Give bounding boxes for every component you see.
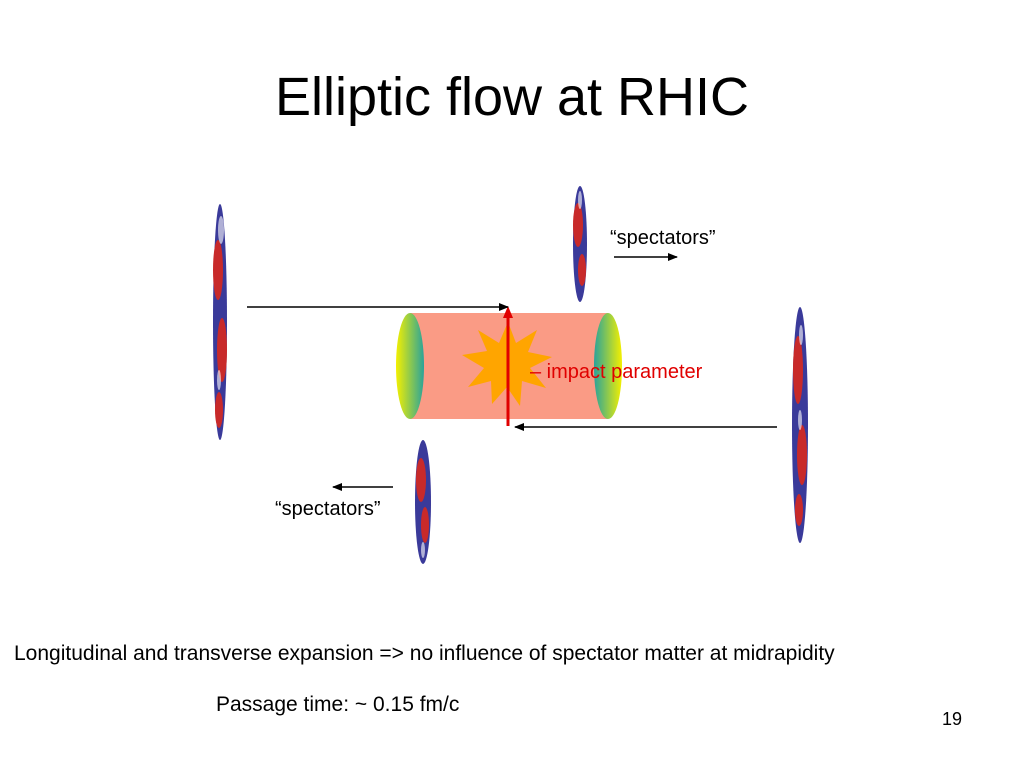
spectators-top-label: “spectators”: [610, 227, 716, 249]
expansion-text: Longitudinal and transverse expansion =>…: [14, 642, 835, 665]
slide-title: Elliptic flow at RHIC: [274, 67, 750, 127]
passage-time-text: Passage time: ~ 0.15 fm/c: [216, 693, 460, 716]
nucleus-bottom-center: [415, 440, 431, 564]
nucleus-left: [213, 204, 227, 440]
impact-parameter-label: – impact parameter: [530, 361, 703, 383]
page-number: 19: [942, 709, 963, 729]
nucleus-top-center: [573, 186, 587, 302]
spectators-bottom-label: “spectators”: [275, 498, 381, 520]
nucleus-right: [792, 307, 808, 543]
